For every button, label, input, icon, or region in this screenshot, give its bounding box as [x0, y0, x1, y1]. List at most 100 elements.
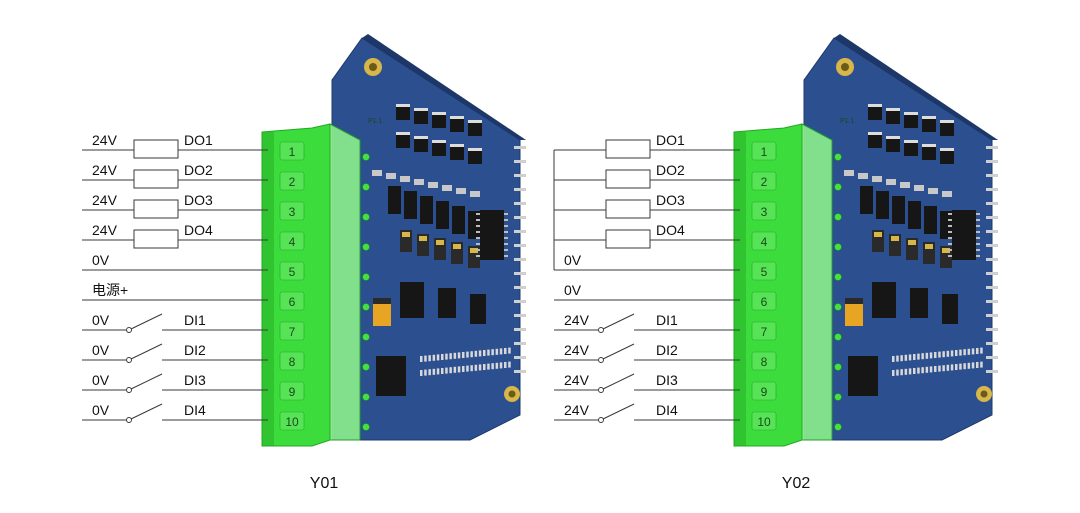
diode-band: [450, 144, 464, 147]
tantalum-capacitor: [845, 298, 863, 326]
terminal-slot: [279, 141, 305, 161]
inductor: [376, 356, 406, 396]
ic-pin: [504, 243, 508, 245]
ic-pin: [504, 255, 508, 257]
ic-pin: [504, 219, 508, 221]
output-label: DO4: [656, 222, 685, 238]
terminal-pin-number: 7: [289, 325, 296, 339]
output-label: DO4: [184, 222, 213, 238]
diode-band: [868, 104, 882, 107]
header-pin: [917, 367, 920, 374]
ic-pin: [476, 249, 480, 251]
terminal-pin-number: 4: [761, 235, 768, 249]
regulator: [910, 288, 928, 318]
terminal-slot: [279, 351, 305, 371]
tantalum-band: [845, 298, 863, 304]
terminal-pin-number: 6: [761, 295, 768, 309]
ic-pin: [476, 255, 480, 257]
transistor: [436, 201, 449, 229]
terminal-slot: [751, 141, 777, 161]
ic-pin: [504, 237, 508, 239]
header-pin: [925, 366, 929, 373]
header-pin: [453, 352, 457, 359]
resistor: [605, 229, 651, 249]
voltage-label: 24V: [564, 312, 590, 328]
pin-indicator: [834, 303, 842, 311]
voltage-label: 24V: [92, 192, 118, 208]
ic-pin: [976, 219, 980, 221]
ic-pin: [948, 219, 952, 221]
header-pin: [929, 352, 933, 359]
ic-pin: [976, 249, 980, 251]
ic-pin: [948, 225, 952, 227]
header-pin: [436, 354, 440, 361]
voltage-label: 0V: [564, 282, 582, 298]
voltage-label: 24V: [92, 132, 118, 148]
header-pin: [466, 351, 469, 358]
voltage-label: 0V: [92, 252, 110, 268]
terminal-shadow: [262, 132, 274, 446]
terminal-slot: [751, 351, 777, 371]
diode-band: [468, 148, 482, 151]
switch-lever: [130, 313, 163, 330]
header-pin: [900, 369, 903, 376]
header-pin: [908, 354, 912, 361]
diode-band: [414, 136, 428, 139]
output-label: DO3: [184, 192, 213, 208]
transistor: [452, 206, 465, 234]
switch-contact: [126, 387, 132, 393]
passive-component: [414, 179, 424, 185]
resistor: [133, 139, 179, 159]
pin-indicator: [362, 273, 370, 281]
resistor: [133, 169, 179, 189]
terminal-pin-number: 10: [285, 415, 299, 429]
terminal-pin-number: 2: [761, 175, 768, 189]
terminal-slot: [751, 171, 777, 191]
diagram-caption: Y01: [310, 475, 339, 492]
terminal-pin-number: 1: [761, 145, 768, 159]
output-label: DO2: [184, 162, 213, 178]
input-label: DI4: [184, 402, 206, 418]
header-pin: [514, 328, 526, 331]
header-pin: [986, 286, 998, 289]
header-pin: [917, 353, 920, 360]
header-pin: [514, 174, 526, 177]
header-pin: [474, 364, 478, 371]
header-pin: [921, 353, 924, 360]
header-pin: [986, 230, 998, 233]
header-pin: [445, 367, 448, 374]
terminal-shadow: [734, 132, 746, 446]
header-pin: [934, 352, 937, 358]
input-label: DI3: [656, 372, 678, 388]
tantalum-band: [373, 298, 391, 304]
header-pin: [971, 362, 975, 369]
input-label: DI2: [184, 342, 206, 358]
terminal-header: [801, 123, 833, 441]
passive-component: [470, 191, 480, 197]
terminal-slot: [279, 291, 305, 311]
diode: [468, 120, 482, 136]
header-pin: [514, 202, 526, 205]
header-pin: [495, 348, 499, 355]
terminal-slot: [279, 171, 305, 191]
terminal-pin-number: 3: [289, 205, 296, 219]
header-pin: [904, 368, 908, 375]
ic-pin: [948, 249, 952, 251]
output-label: DO3: [656, 192, 685, 208]
header-pin: [986, 258, 998, 261]
pin-indicator: [834, 333, 842, 341]
header-pin: [929, 366, 933, 373]
pin-indicator: [834, 153, 842, 161]
diode-band: [414, 108, 428, 111]
passive-component: [456, 188, 466, 194]
voltage-label: 电源+: [92, 282, 128, 298]
header-pin: [913, 368, 916, 374]
ic-pin: [976, 255, 980, 257]
header-pin: [495, 362, 499, 369]
pcb-edge: [834, 34, 998, 140]
terminal-slot: [279, 381, 305, 401]
diode-band: [432, 140, 446, 143]
input-label: DI1: [656, 312, 678, 328]
voltage-label: 0V: [92, 342, 110, 358]
terminal-slot: [751, 261, 777, 281]
